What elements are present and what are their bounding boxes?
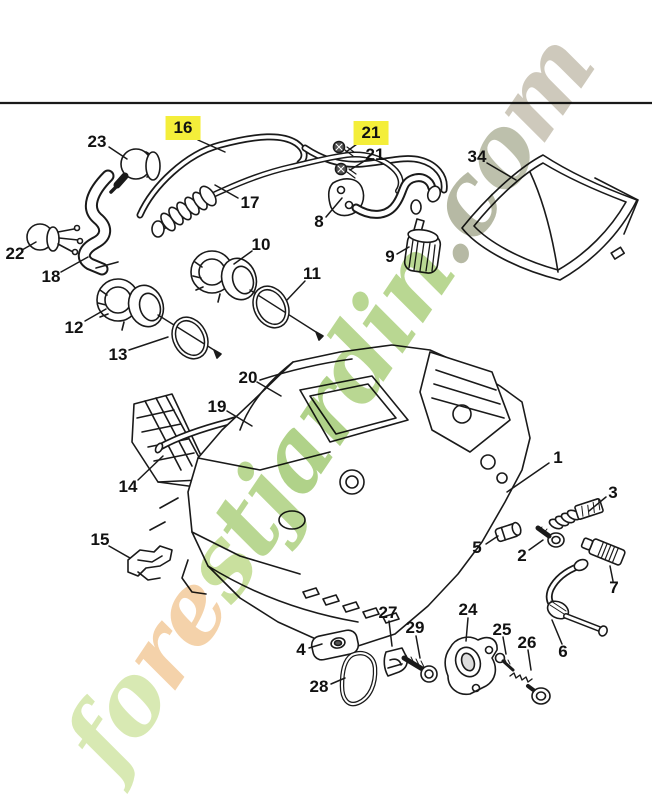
part-3-art [548,498,604,530]
part-8-art [327,173,442,219]
part-7-art [580,537,626,566]
part-callout-26: 26 [517,633,537,652]
part-callout-28: 28 [309,677,329,696]
part-9-art [403,218,442,274]
part-24-art [444,636,498,696]
part-4-art [310,629,360,661]
part-17-art [151,151,404,238]
part-29-art [401,654,438,683]
part-callout-25: 25 [492,620,512,639]
part-25-art [494,652,515,672]
part-22-art [26,223,84,256]
part-callout-21: 21 [353,121,389,145]
part-callout-12: 12 [64,318,84,337]
part-callout-2: 2 [517,546,527,565]
part-callout-1: 1 [553,448,563,467]
part-callout-4: 4 [296,640,306,659]
part-callout-6: 6 [558,642,568,661]
part-callout-22: 22 [5,244,25,263]
part-callout-29: 29 [405,618,425,637]
part-callout-14: 14 [118,477,138,496]
part-15-art [127,545,173,581]
part-callout-10: 10 [251,235,271,254]
part-callout-7: 7 [609,578,619,597]
part-callout-9: 9 [385,247,395,266]
part-callout-15: 15 [90,530,110,549]
part-callout-18: 18 [41,267,61,286]
part-callout-21: 21 [365,145,385,164]
part-callout-16: 16 [165,116,201,140]
part-21-art [332,140,357,179]
part-callout-11: 11 [303,264,321,283]
part-1-art [149,344,531,647]
part-18-art [77,169,119,276]
part-11-art [252,285,290,329]
part-callout-19: 19 [207,397,227,416]
part-callout-24: 24 [458,600,478,619]
part-28-art [339,650,378,707]
part-callout-34: 34 [467,147,487,166]
part-12-art [96,278,222,359]
part-2-art [535,525,565,548]
part-10-art [190,250,324,341]
part-callout-13: 13 [108,345,128,364]
part-callout-8: 8 [314,212,324,231]
part-5-art [494,521,522,543]
part-callout-3: 3 [608,483,618,502]
part-6-art [545,558,608,637]
part-callout-20: 20 [238,368,258,387]
part-callout-5: 5 [472,538,482,557]
part-callout-17: 17 [240,193,260,212]
part-13-art [171,316,209,360]
part-callout-27: 27 [378,603,398,622]
part-26-art [509,672,551,705]
leader-lines [21,139,614,685]
part-23-art [109,148,161,194]
part-callout-23: 23 [87,132,107,151]
part-34-art [461,154,639,281]
